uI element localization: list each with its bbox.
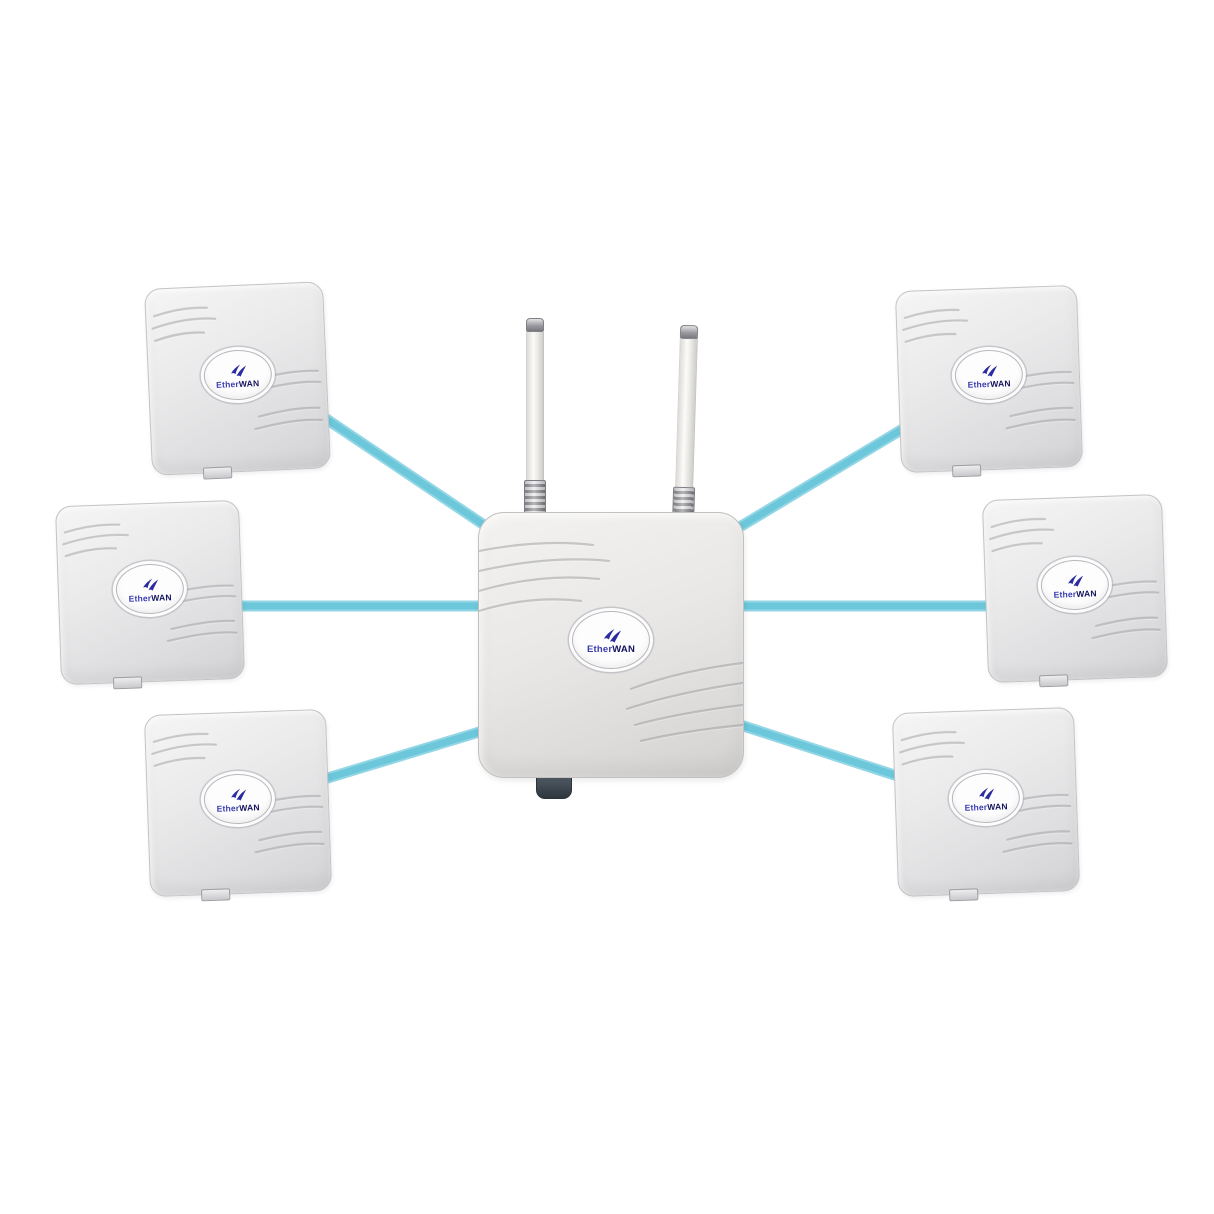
brand-suffix: WAN [151, 592, 172, 603]
panel-ridges [151, 306, 324, 431]
brand-suffix: WAN [987, 801, 1008, 813]
brand-suffix: WAN [239, 802, 260, 814]
brand-prefix: Ether [586, 643, 613, 655]
brand-suffix: WAN [238, 377, 260, 389]
etherwan-logo-icon [230, 364, 246, 377]
etherwan-badge: EtherWAN [572, 610, 650, 669]
antenna-rod [526, 332, 544, 480]
mount-tab [112, 676, 143, 690]
antenna-rod [675, 338, 698, 488]
etherwan-badge: EtherWAN [1040, 558, 1110, 612]
etherwan-logo-icon [1068, 574, 1084, 587]
antenna-left-icon [524, 318, 546, 517]
satellite-panel-mid-right: EtherWAN [981, 493, 1169, 688]
brand-prefix: Ether [215, 378, 240, 390]
mount-tab [1038, 674, 1069, 688]
etherwan-logo-icon [979, 787, 995, 801]
etherwan-logo-icon [143, 578, 159, 591]
etherwan-logo-icon [603, 628, 621, 643]
etherwan-badge: EtherWAN [951, 772, 1021, 825]
etherwan-badge: EtherWAN [954, 349, 1024, 402]
antenna-right-icon [672, 324, 699, 525]
etherwan-logo-text: EtherWAN [1053, 588, 1097, 600]
satellite-panel-bottom-left: EtherWAN [143, 708, 333, 902]
brand-prefix: Ether [967, 379, 991, 391]
etherwan-logo-text: EtherWAN [128, 592, 172, 604]
brand-prefix: Ether [1053, 588, 1077, 600]
etherwan-badge: EtherWAN [203, 773, 273, 826]
access-point-enclosure: EtherWAN [478, 512, 744, 778]
panel-ridges [902, 308, 1076, 430]
etherwan-logo-text: EtherWAN [967, 378, 1011, 391]
mount-tab [952, 464, 982, 478]
enclosure-ridges [479, 541, 743, 743]
wireless-access-point-hub: EtherWAN [478, 315, 744, 799]
etherwan-logo-text: EtherWAN [215, 377, 260, 390]
brand-prefix: Ether [216, 803, 240, 815]
brand-suffix: WAN [990, 378, 1011, 390]
brand-suffix: WAN [612, 643, 636, 655]
satellite-panel-mid-left: EtherWAN [54, 499, 246, 690]
brand-suffix: WAN [1076, 588, 1097, 599]
mount-tab [201, 888, 231, 902]
mount-tab [202, 466, 232, 480]
etherwan-logo-icon [982, 364, 998, 378]
etherwan-badge: EtherWAN [202, 348, 273, 402]
etherwan-logo-text: EtherWAN [964, 801, 1008, 814]
etherwan-logo-icon [231, 788, 247, 802]
satellite-panel-top-left: EtherWAN [144, 281, 331, 480]
satellite-panel-top-right: EtherWAN [894, 284, 1084, 478]
antenna-tip-cap [679, 324, 699, 340]
etherwan-logo-text: EtherWAN [586, 643, 636, 655]
antenna-tip-cap [526, 318, 544, 332]
brand-prefix: Ether [964, 802, 988, 814]
brand-prefix: Ether [128, 592, 152, 604]
etherwan-badge: EtherWAN [115, 562, 185, 616]
satellite-panel-bottom-right: EtherWAN [891, 706, 1081, 902]
etherwan-logo-text: EtherWAN [216, 802, 260, 815]
mount-tab [949, 888, 979, 902]
